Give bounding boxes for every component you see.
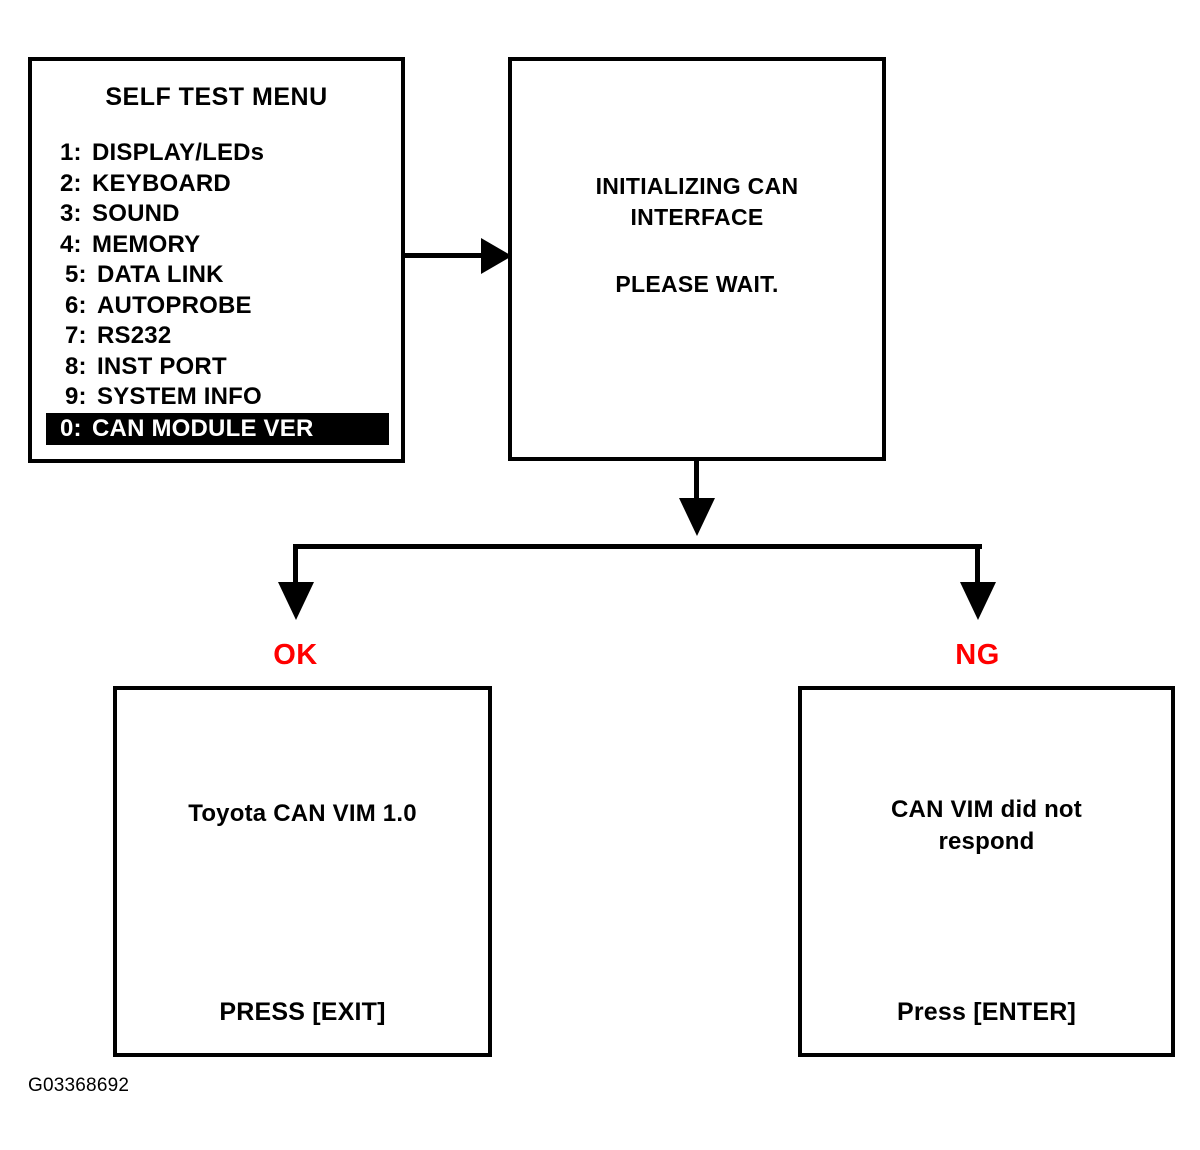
menu-item-sound[interactable]: 3: SOUND xyxy=(32,199,401,230)
ok-result-screen: Toyota CAN VIM 1.0 PRESS [EXIT] xyxy=(113,686,492,1057)
menu-item-display-leds[interactable]: 1: DISPLAY/LEDs xyxy=(32,138,401,169)
initializing-line-2: INTERFACE xyxy=(630,204,764,230)
menu-item-can-module-ver[interactable]: 0: CAN MODULE VER xyxy=(46,412,389,445)
menu-item-number: 4: xyxy=(60,230,82,258)
initializing-screen: INITIALIZING CAN INTERFACE PLEASE WAIT. xyxy=(508,57,886,461)
arrow-down-icon xyxy=(960,582,996,620)
menu-item-inst-port[interactable]: 8: INST PORT xyxy=(32,352,401,383)
initializing-wait-text: PLEASE WAIT. xyxy=(615,271,779,297)
branch-label-ok: OK xyxy=(273,639,318,671)
ng-result-message: CAN VIM did not respond xyxy=(808,794,1165,858)
menu-item-label: RS232 xyxy=(97,322,172,349)
branch-label-ng: NG xyxy=(955,639,1000,671)
ng-result-message-line-1: CAN VIM did not xyxy=(891,796,1082,823)
menu-item-number: 5: xyxy=(65,261,87,288)
arrow-down-icon xyxy=(278,582,314,620)
connector-ok-branch-line xyxy=(293,544,298,596)
menu-item-memory[interactable]: 4: MEMORY xyxy=(32,230,401,261)
menu-item-label: AUTOPROBE xyxy=(97,291,252,319)
initializing-text-block: INITIALIZING CAN INTERFACE PLEASE WAIT. xyxy=(512,171,882,298)
figure-caption: G03368692 xyxy=(28,1075,130,1096)
menu-item-rs232[interactable]: 7: RS232 xyxy=(32,321,401,352)
menu-item-number: 9: xyxy=(65,383,87,410)
ok-result-message: Toyota CAN VIM 1.0 xyxy=(188,800,417,827)
menu-item-keyboard[interactable]: 2: KEYBOARD xyxy=(32,169,401,200)
menu-item-autoprobe[interactable]: 6: AUTOPROBE xyxy=(32,291,401,322)
ng-result-prompt: Press [ENTER] xyxy=(896,998,1077,1026)
initializing-line-1: INITIALIZING CAN xyxy=(595,173,799,199)
menu-item-label: INST PORT xyxy=(97,352,227,380)
connector-ng-branch-line xyxy=(975,544,980,596)
menu-item-label: MEMORY xyxy=(92,230,201,258)
menu-item-number: 8: xyxy=(65,352,87,380)
menu-title: SELF TEST MENU xyxy=(105,83,328,111)
connector-menu-to-init-line xyxy=(405,253,485,258)
arrow-right-icon xyxy=(481,238,512,274)
menu-item-label: SYSTEM INFO xyxy=(97,383,262,410)
self-test-menu-screen: SELF TEST MENU 1: DISPLAY/LEDs 2: KEYBOARD… xyxy=(28,57,405,463)
menu-item-number: 7: xyxy=(65,322,87,349)
connector-split-bar xyxy=(293,544,982,549)
menu-item-label: KEYBOARD xyxy=(92,169,231,197)
arrow-down-icon xyxy=(679,498,715,536)
ng-result-screen: CAN VIM did not respond Press [ENTER] xyxy=(798,686,1175,1057)
menu-item-data-link[interactable]: 5: DATA LINK xyxy=(32,260,401,291)
menu-item-number: 1: xyxy=(60,139,82,166)
menu-item-label: SOUND xyxy=(92,200,180,227)
menu-list: 1: DISPLAY/LEDs 2: KEYBOARD 3: SOUND 4: MEMO… xyxy=(32,138,401,445)
menu-item-label: CAN MODULE VER xyxy=(92,414,314,442)
menu-item-label: DISPLAY/LEDs xyxy=(92,139,265,166)
connector-init-down-line xyxy=(694,461,699,526)
menu-item-number: 0: xyxy=(60,414,82,442)
menu-item-number: 3: xyxy=(60,200,82,227)
ng-result-message-line-2: respond xyxy=(938,828,1035,855)
menu-item-system-info[interactable]: 9: SYSTEM INFO xyxy=(32,382,401,413)
menu-item-number: 6: xyxy=(65,291,87,319)
menu-item-number: 2: xyxy=(60,169,82,197)
ok-result-prompt: PRESS [EXIT] xyxy=(219,998,386,1026)
menu-item-label: DATA LINK xyxy=(97,261,224,288)
